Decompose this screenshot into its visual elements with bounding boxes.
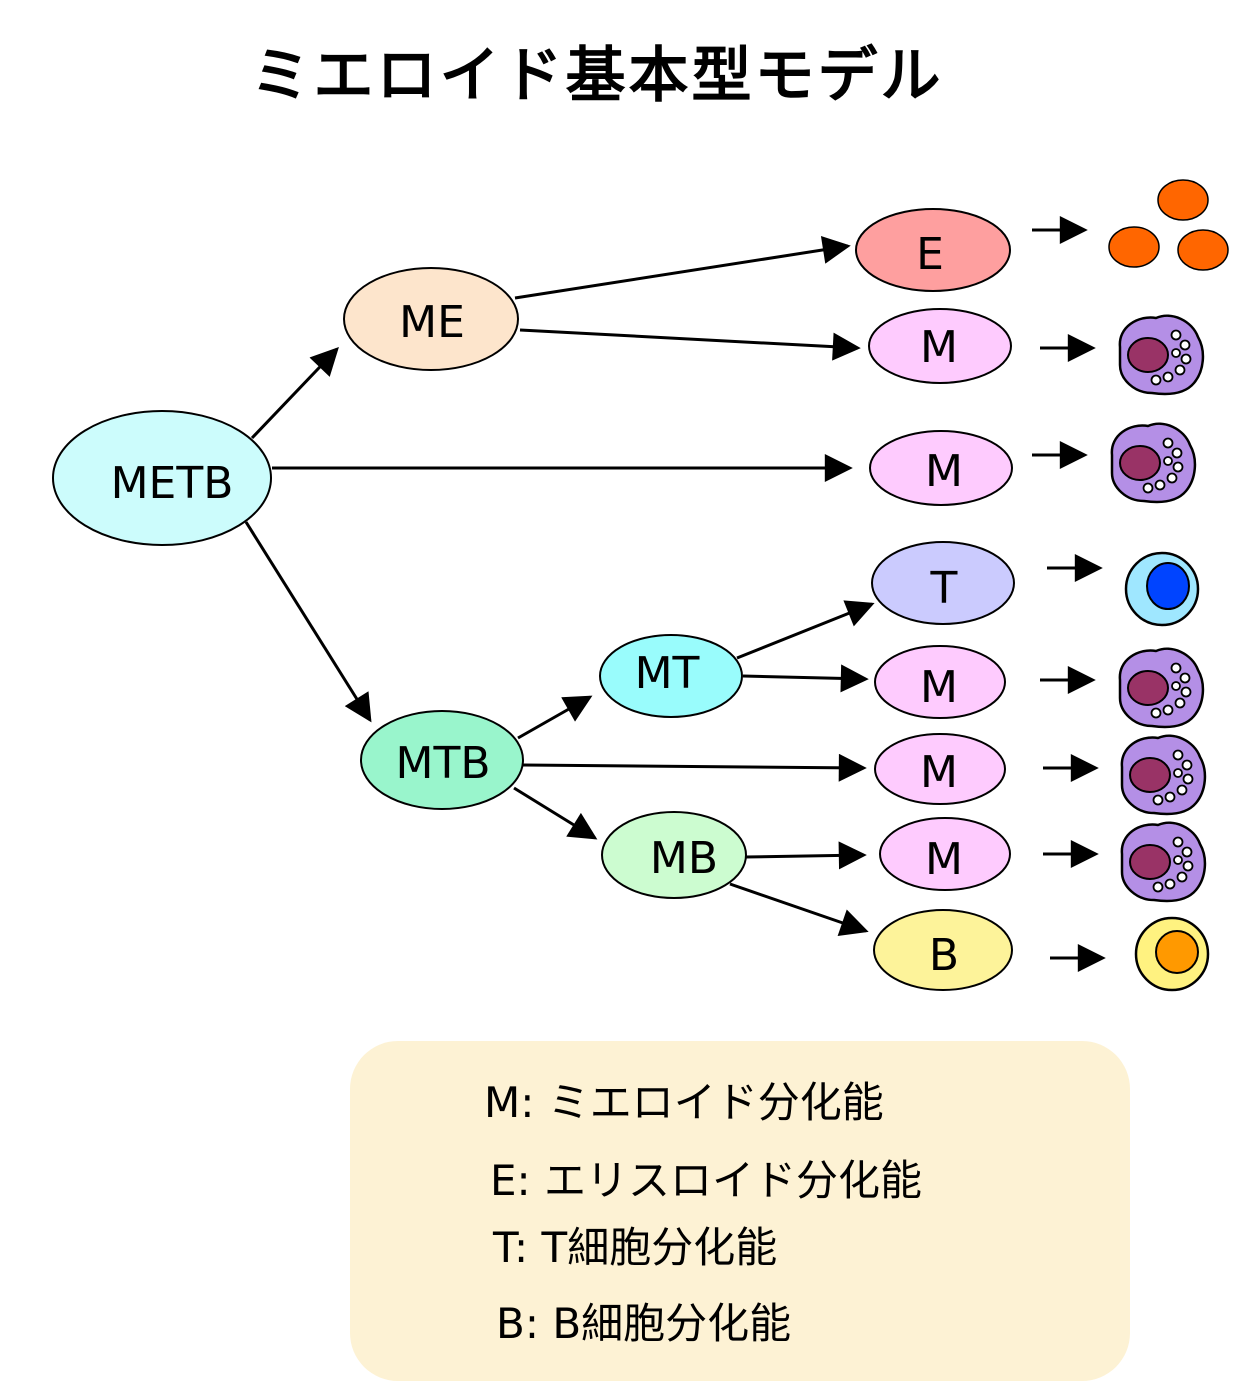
legend-item-b: B: B細胞分化能	[496, 1299, 791, 1348]
erythroid-cells-icon	[1108, 179, 1229, 271]
legend-box: M: ミエロイド分化能 E: エリスロイド分化能 T: T細胞分化能 B: B細…	[350, 1041, 1130, 1381]
node-label-m: M	[920, 662, 958, 713]
legend-item-m: M: ミエロイド分化能	[484, 1078, 884, 1127]
node-me: ME	[343, 267, 519, 371]
edge-mt-t	[736, 600, 875, 660]
node-label-t: T	[930, 563, 958, 614]
b-cell-icon	[1134, 916, 1210, 992]
node-m-1: M	[868, 308, 1012, 384]
node-m-2: M	[869, 430, 1013, 506]
myeloid-cell-icon	[1120, 821, 1207, 903]
edge-mtb-mt	[517, 695, 593, 740]
node-t: T	[871, 541, 1015, 625]
node-label-m: M	[920, 322, 958, 373]
maturation-arrows	[1032, 216, 1106, 972]
t-cell-icon	[1124, 551, 1200, 627]
node-b: B	[873, 909, 1013, 991]
node-label-m: M	[925, 446, 963, 497]
node-label-b: B	[929, 930, 959, 981]
myeloid-cell-icon	[1110, 422, 1197, 504]
edge-me-e	[514, 236, 851, 300]
edge-mb-m	[744, 841, 867, 870]
lineage-edges	[244, 236, 875, 937]
myeloid-cell-icon	[1118, 647, 1205, 729]
node-label-me: ME	[399, 297, 465, 348]
node-label-m: M	[925, 834, 963, 885]
legend-item-t: T: T細胞分化能	[492, 1223, 777, 1272]
edge-metb-mtb	[244, 521, 372, 723]
edge-metb-me	[250, 346, 339, 440]
node-e: E	[855, 208, 1011, 292]
legend-item-e: E: エリスロイド分化能	[490, 1156, 922, 1205]
edge-me-m	[519, 328, 861, 361]
edge-mt-m	[742, 664, 869, 693]
node-metb: METB	[52, 410, 272, 546]
edge-mtb-mb	[513, 786, 598, 840]
node-mtb: MTB	[360, 710, 524, 810]
node-m-5: M	[879, 817, 1011, 891]
node-label-e: E	[916, 229, 944, 280]
myeloid-cell-icon	[1118, 314, 1205, 396]
edge-mb-b	[729, 882, 869, 937]
node-label-mtb: MTB	[395, 738, 490, 789]
page-title: ミエロイド基本型モデル	[251, 41, 944, 111]
edge-mtb-m	[522, 753, 867, 782]
node-label-mt: MT	[635, 648, 700, 699]
node-label-mb: MB	[650, 833, 718, 884]
node-mt: MT	[599, 634, 743, 718]
node-m-4: M	[874, 733, 1006, 805]
node-m-3: M	[874, 645, 1006, 719]
node-mb: MB	[601, 811, 747, 899]
node-label-metb: METB	[111, 458, 234, 509]
myeloid-cell-icon	[1120, 734, 1207, 816]
node-label-m: M	[920, 747, 958, 798]
